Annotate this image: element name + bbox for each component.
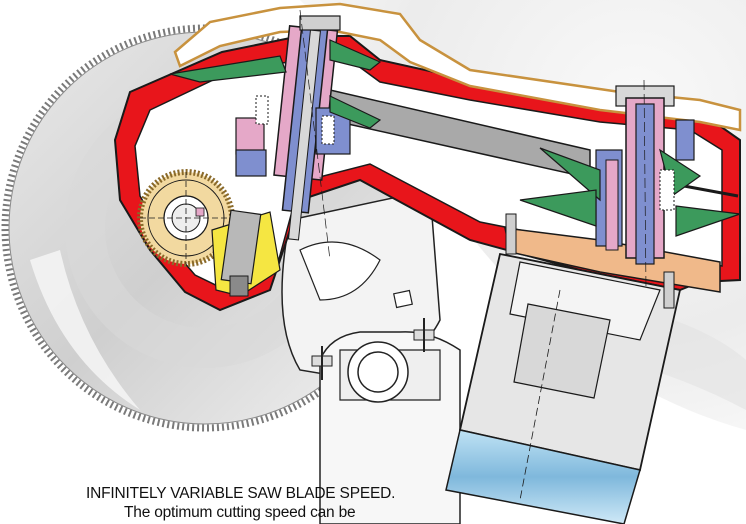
bearing-springs xyxy=(255,95,675,211)
electric-motor xyxy=(445,213,682,524)
input-shaft-assembly xyxy=(235,15,351,241)
lower-frame xyxy=(281,189,461,524)
worm-shaft xyxy=(211,209,281,297)
center-lines xyxy=(299,9,647,291)
left-variable-pulley xyxy=(169,39,382,129)
